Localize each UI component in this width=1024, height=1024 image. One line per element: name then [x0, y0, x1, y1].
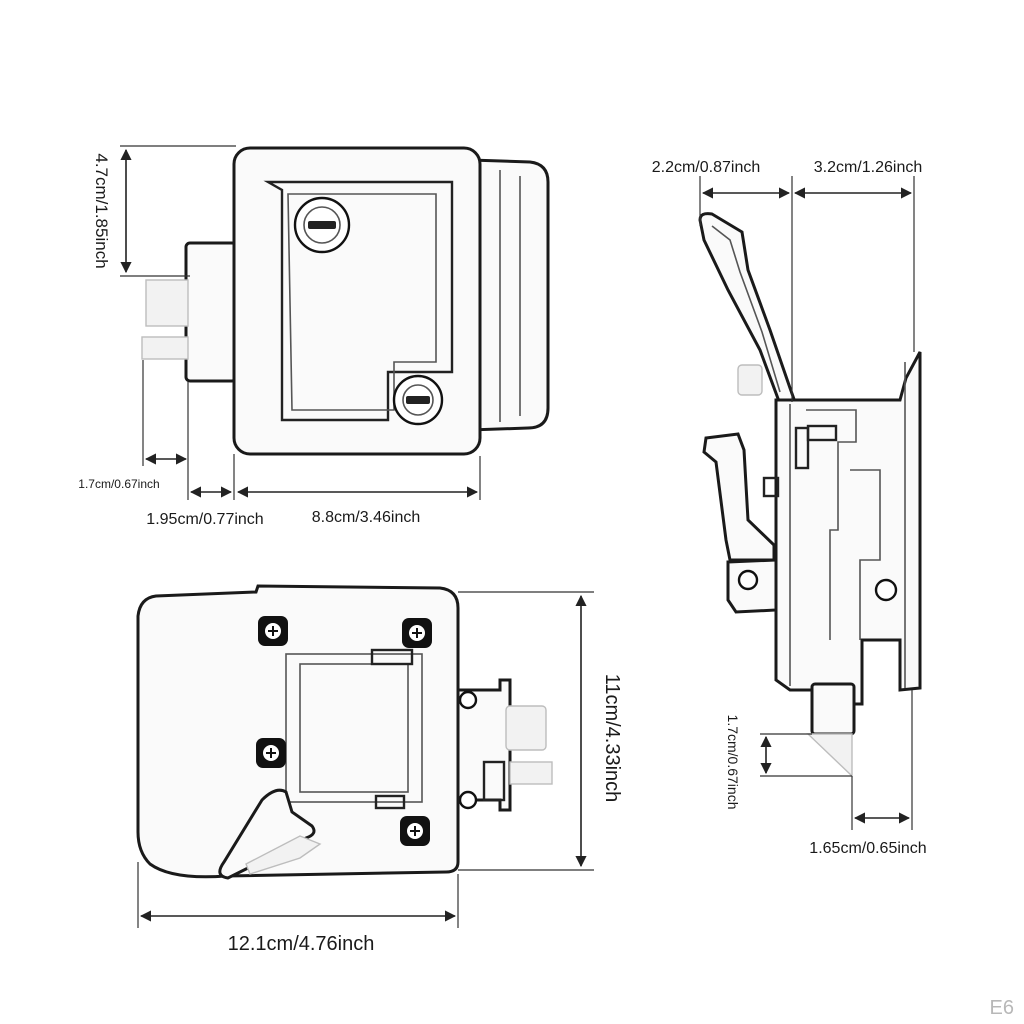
front-view-latch-label: 1.7cm/0.67inch: [78, 477, 159, 491]
front-view-upper-lock-cylinder: [293, 196, 351, 254]
front-view-width-label: 8.8cm/3.46inch: [312, 509, 421, 526]
front-view-handle-recess: [263, 180, 454, 422]
side-view-bolt: [810, 682, 856, 736]
rear-view-back-plate: [136, 584, 460, 879]
front-view-lower-lock-cylinder: [392, 374, 444, 426]
side-view: 2.2cm/0.87inch 3.2cm/1.26inch 1.7cm/0.67…: [652, 159, 927, 857]
rear-view-screw-mid-left: [256, 738, 286, 768]
rear-view-paddle-lever: [218, 788, 316, 880]
front-view-height-label: 4.7cm/1.85inch: [92, 153, 111, 268]
side-view-latch-label: 1.7cm/0.67inch: [725, 715, 741, 810]
rear-view-screw-top-left: [258, 616, 288, 646]
front-view-rear-housing: [468, 158, 550, 432]
rear-view-screw-bottom-right: [400, 816, 430, 846]
rear-view-height-label: 11cm/4.33inch: [601, 674, 623, 803]
side-view-paddle-handle: [698, 212, 798, 406]
rear-view: 11cm/4.33inch 12.1cm/4.76inch: [136, 584, 623, 955]
rear-view-screw-top-right: [402, 618, 432, 648]
rear-view-width-label: 12.1cm/4.76inch: [228, 933, 375, 955]
side-view-bolt-wedge: [806, 733, 853, 778]
front-view: 4.7cm/1.85inch 1.7cm/0.67inch 1.95cm/0.7…: [78, 145, 550, 528]
front-view-bolt-upper: [145, 279, 189, 327]
rear-view-mount-frame: [285, 653, 423, 803]
watermark: E6: [990, 997, 1014, 1019]
side-view-dimension-b-label: 3.2cm/1.26inch: [814, 159, 923, 176]
front-view-bolt-lower: [141, 336, 189, 360]
side-view-dimension-a-label: 2.2cm/0.87inch: [652, 159, 761, 176]
front-view-latch-block: [184, 241, 238, 383]
side-view-bottom-label: 1.65cm/0.65inch: [809, 840, 926, 857]
side-view-body: [774, 351, 922, 706]
front-view-depth-label: 1.95cm/0.77inch: [146, 511, 263, 528]
